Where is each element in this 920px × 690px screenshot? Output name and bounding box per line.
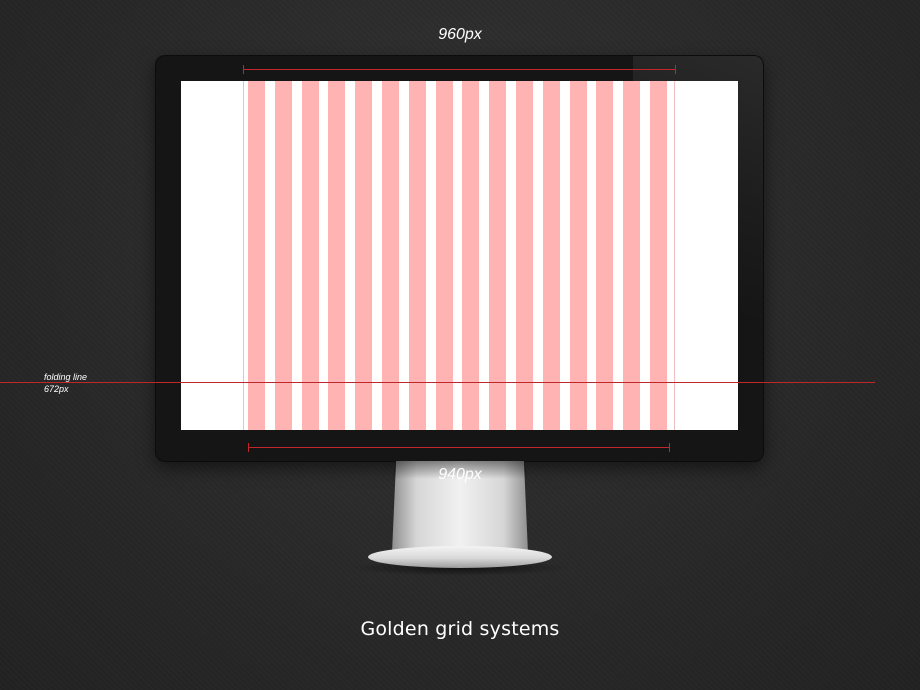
- page-caption: Golden grid systems: [360, 618, 560, 640]
- top-measure-tick-left: [243, 65, 244, 74]
- grid-column: [408, 81, 426, 430]
- grid-column: [569, 81, 587, 430]
- grid-column: [248, 81, 265, 430]
- bottom-width-label: 940px: [438, 466, 482, 483]
- bottom-width-measure-line: [248, 443, 670, 452]
- grid-column: [462, 81, 480, 430]
- grid-column: [489, 81, 507, 430]
- grid-column: [301, 81, 319, 430]
- folding-line: [0, 382, 875, 383]
- monitor-screen: [181, 81, 738, 430]
- grid-column: [382, 81, 399, 430]
- top-measure-tick-right: [675, 65, 676, 74]
- top-width-measure-line: [243, 65, 676, 74]
- folding-line-label: folding line: [44, 372, 88, 382]
- monitor-stand-base: [368, 546, 552, 568]
- bottom-measure-tick-right: [669, 443, 670, 452]
- grid-column: [355, 81, 373, 430]
- grid-column: [274, 81, 292, 430]
- grid-column: [435, 81, 453, 430]
- grid-outer-guide-right: [674, 81, 675, 430]
- grid-column: [516, 81, 533, 430]
- monitor-stand-neck: [392, 461, 528, 553]
- top-width-label: 960px: [438, 26, 482, 43]
- grid-outer-guide-left: [243, 81, 244, 430]
- folding-line-value: 672px: [44, 384, 69, 394]
- grid-column: [623, 81, 641, 430]
- grid-column: [328, 81, 346, 430]
- grid-column: [596, 81, 614, 430]
- grid-column: [542, 81, 560, 430]
- stand-neck-shade: [392, 461, 528, 479]
- grid-column: [650, 81, 667, 430]
- bottom-measure-tick-left: [248, 443, 249, 452]
